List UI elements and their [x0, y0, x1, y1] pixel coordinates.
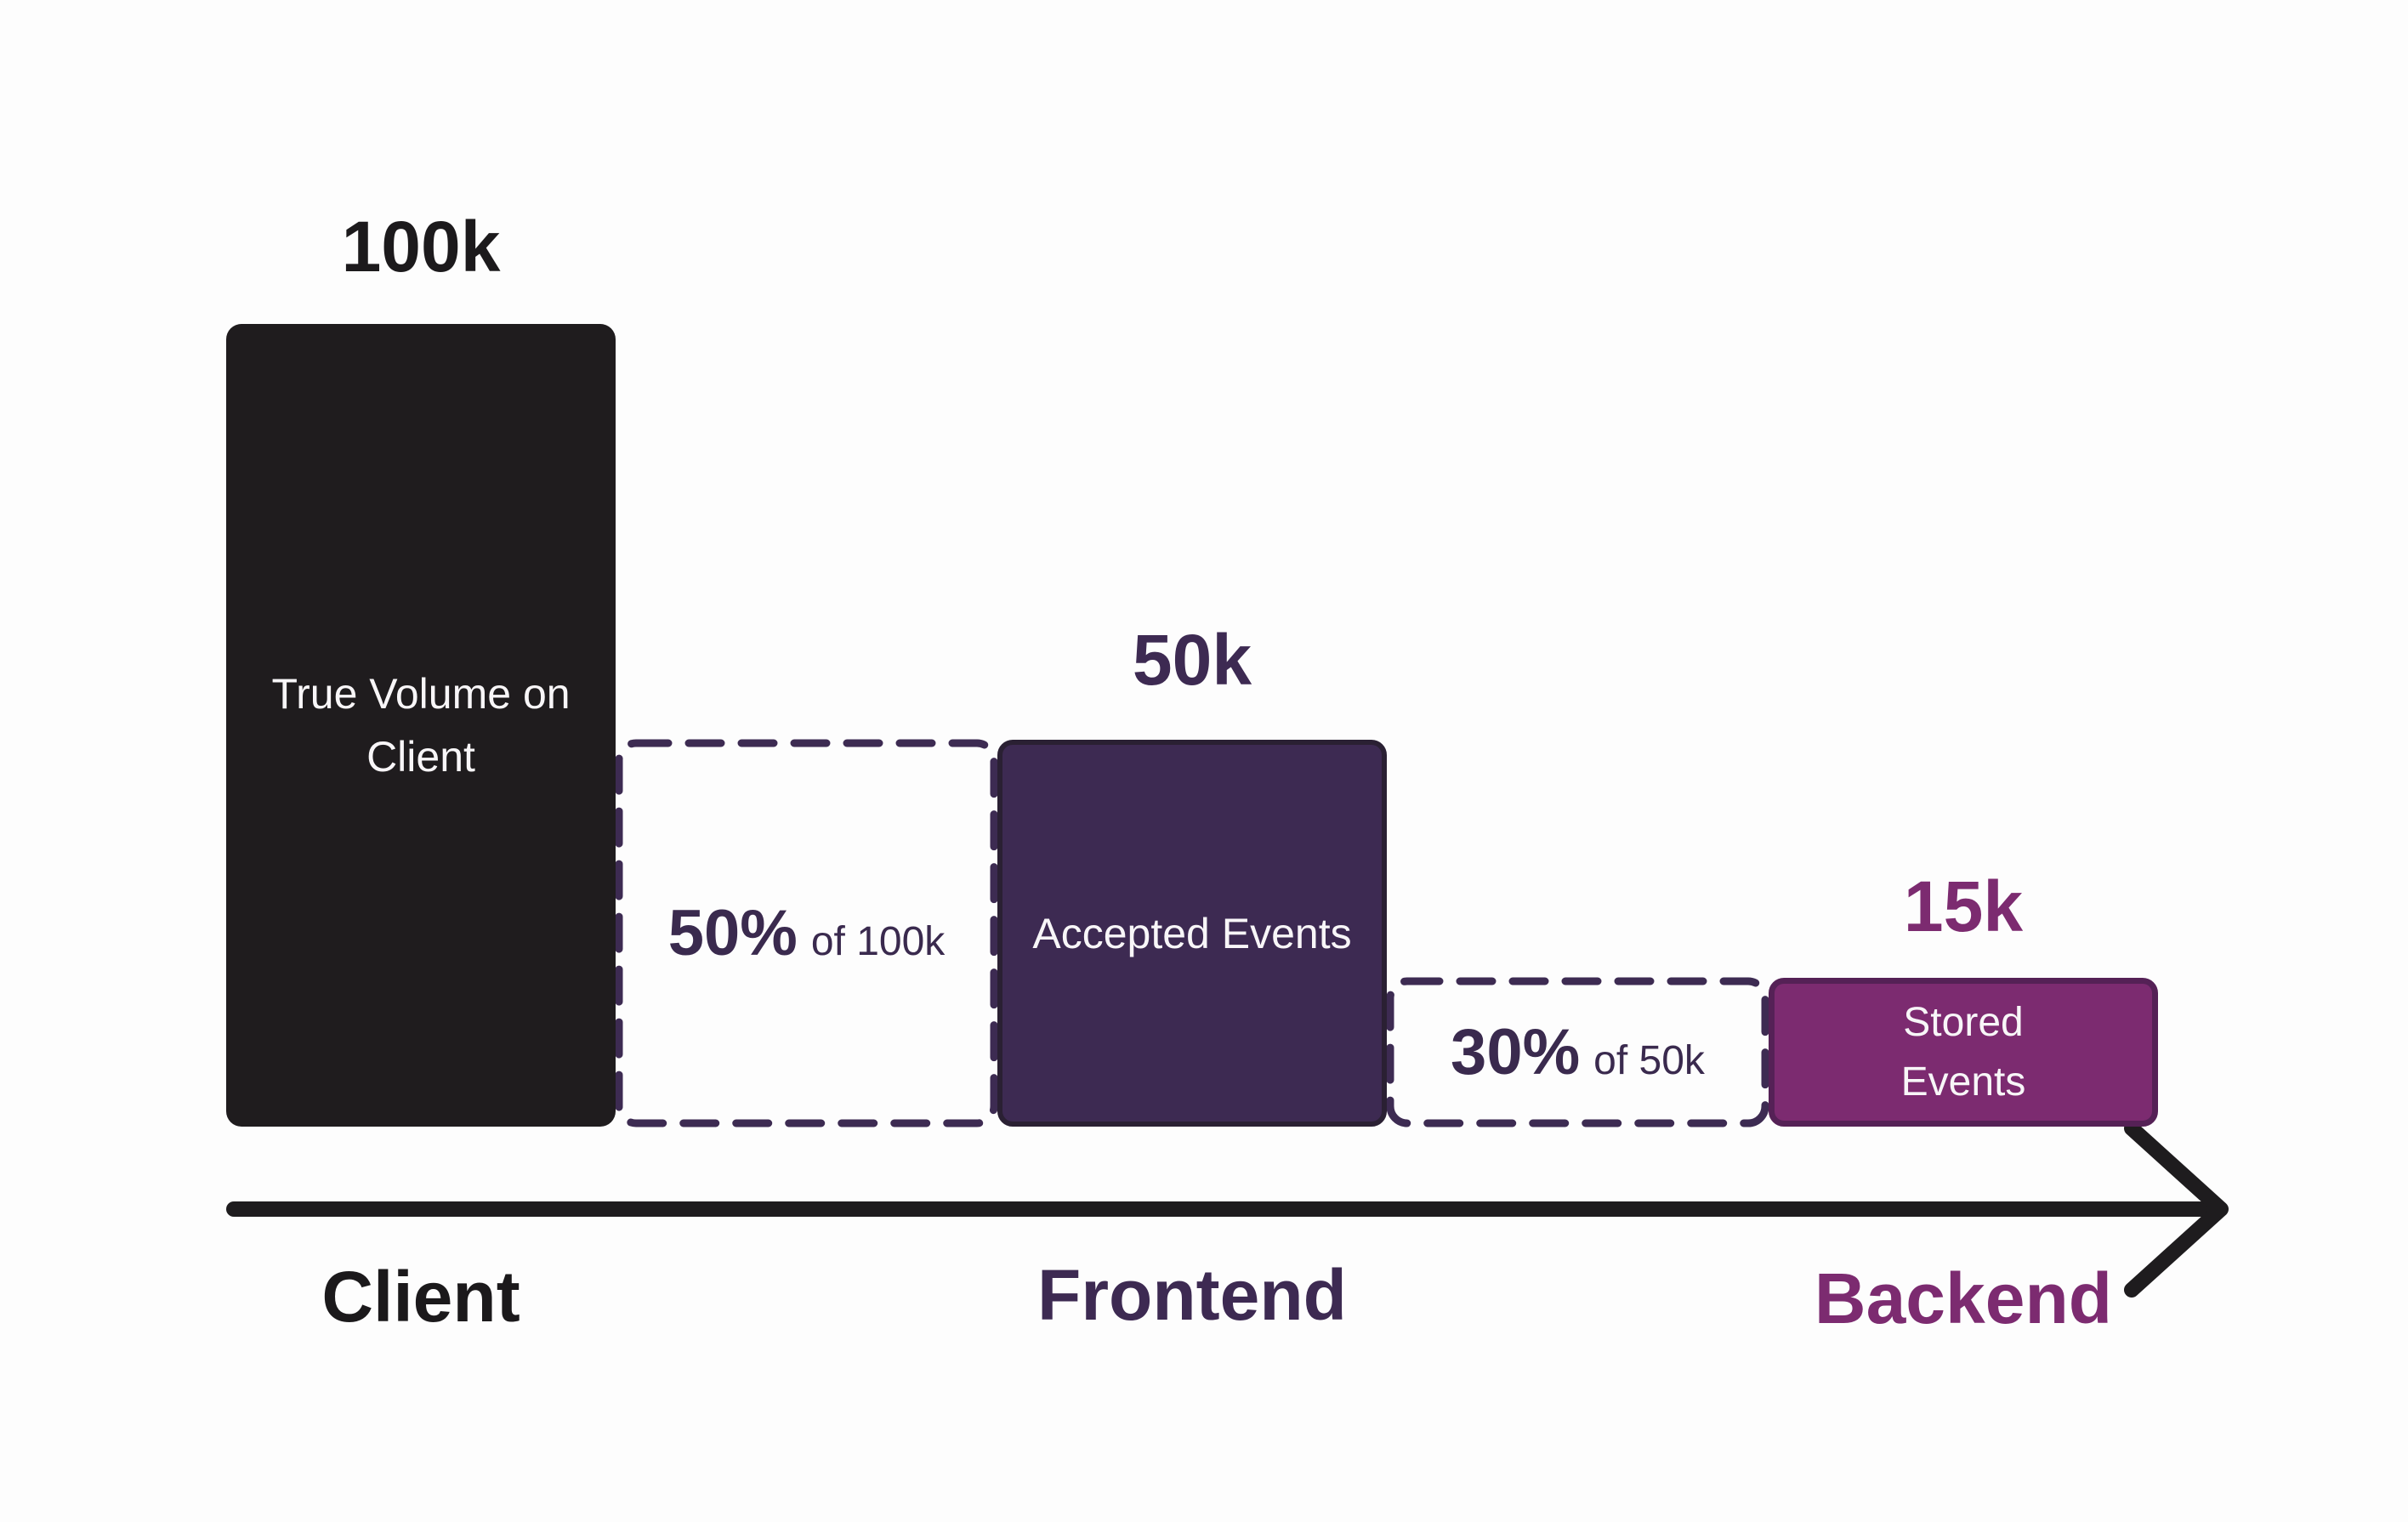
bar-true-volume-label: True Volume on Client [271, 670, 571, 781]
stage-label-frontend: Frontend [1037, 1255, 1347, 1335]
value-label-client: 100k [341, 207, 501, 287]
dashed-drop-box-30pct [1386, 977, 1769, 1127]
drop-pct-30: 30% [1451, 1016, 1581, 1088]
bar-accepted-events-label: Accepted Events [1032, 909, 1352, 957]
stage-label-client: Client [321, 1257, 520, 1337]
bar-true-volume-on-client: True Volume on Client [226, 324, 616, 1127]
drop-of-50k: of 50k [1593, 1038, 1705, 1083]
drop-annotation-30pct-text: 30% of 50k [1451, 1015, 1705, 1089]
drop-annotation-30pct: 30% of 50k [1387, 978, 1769, 1127]
value-label-frontend: 50k [1132, 620, 1252, 700]
drop-pct-50: 50% [667, 897, 798, 969]
stage-label-backend: Backend [1814, 1258, 2113, 1338]
bar-stored-events-label: Stored Events [1900, 999, 2026, 1105]
bar-accepted-events: Accepted Events [997, 740, 1387, 1127]
drop-annotation-50pct-text: 50% of 100k [668, 896, 946, 970]
bar-stored-events: Stored Events [1769, 978, 2158, 1127]
drop-annotation-50pct: 50% of 100k [616, 740, 997, 1127]
dashed-drop-box-50pct [615, 739, 998, 1127]
drop-of-100k: of 100k [810, 919, 946, 964]
value-label-backend: 15k [1903, 866, 2024, 946]
x-axis-arrowhead-icon [2124, 1121, 2229, 1298]
